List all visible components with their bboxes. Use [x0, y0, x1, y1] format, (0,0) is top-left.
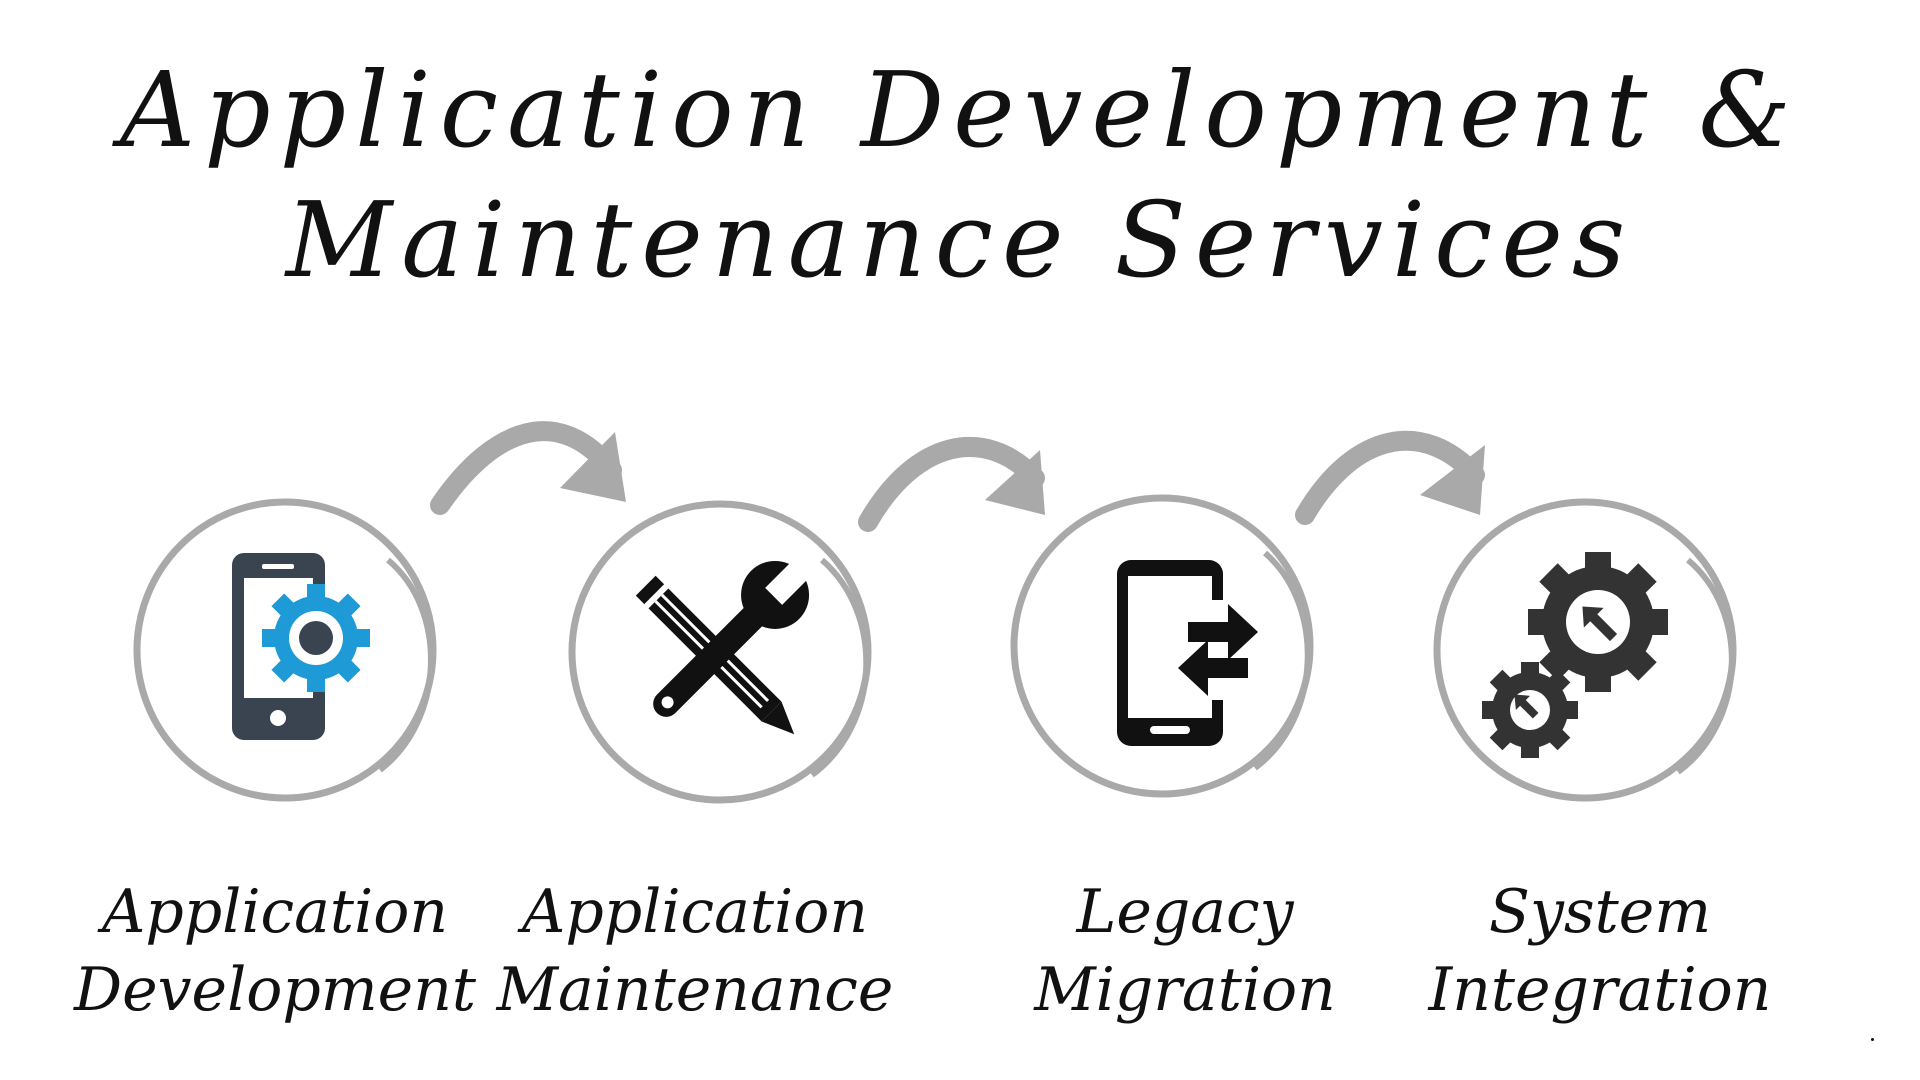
step-2-ring — [568, 500, 872, 804]
step-2-label: Application Maintenance — [465, 873, 925, 1029]
step-3-label-line-1: Legacy — [1076, 877, 1294, 947]
step-4-label-line-1: System — [1488, 877, 1712, 947]
step-4-ring — [1433, 498, 1737, 802]
smartphone-gear-icon — [232, 553, 370, 740]
step-4-label: System Integration — [1370, 873, 1830, 1029]
step-2-label-line-2: Maintenance — [496, 955, 894, 1025]
step-1-ring — [133, 498, 437, 802]
step-2-label-line-1: Application — [522, 877, 868, 947]
arrow-1-to-2 — [430, 421, 626, 515]
step-3-ring — [1010, 494, 1314, 798]
step-4-label-line-2: Integration — [1428, 955, 1772, 1025]
step-3-label: Legacy Migration — [955, 873, 1415, 1029]
arrow-2-to-3 — [858, 437, 1045, 532]
corner-dot — [1871, 1038, 1874, 1041]
title-line-2: Maintenance Services — [285, 179, 1635, 301]
step-1-label-line-2: Development — [74, 955, 476, 1025]
step-3-label-line-2: Migration — [1034, 955, 1336, 1025]
wrench-pencil-icon — [635, 559, 811, 735]
title-line-1: Application Development & — [120, 49, 1800, 171]
smartphone-transfer-icon — [1117, 560, 1258, 746]
step-1-label-line-1: Application — [102, 877, 448, 947]
arrow-3-to-4 — [1295, 430, 1485, 525]
gears-integration-icon — [1482, 552, 1668, 758]
step-1-label: Application Development — [45, 873, 505, 1029]
